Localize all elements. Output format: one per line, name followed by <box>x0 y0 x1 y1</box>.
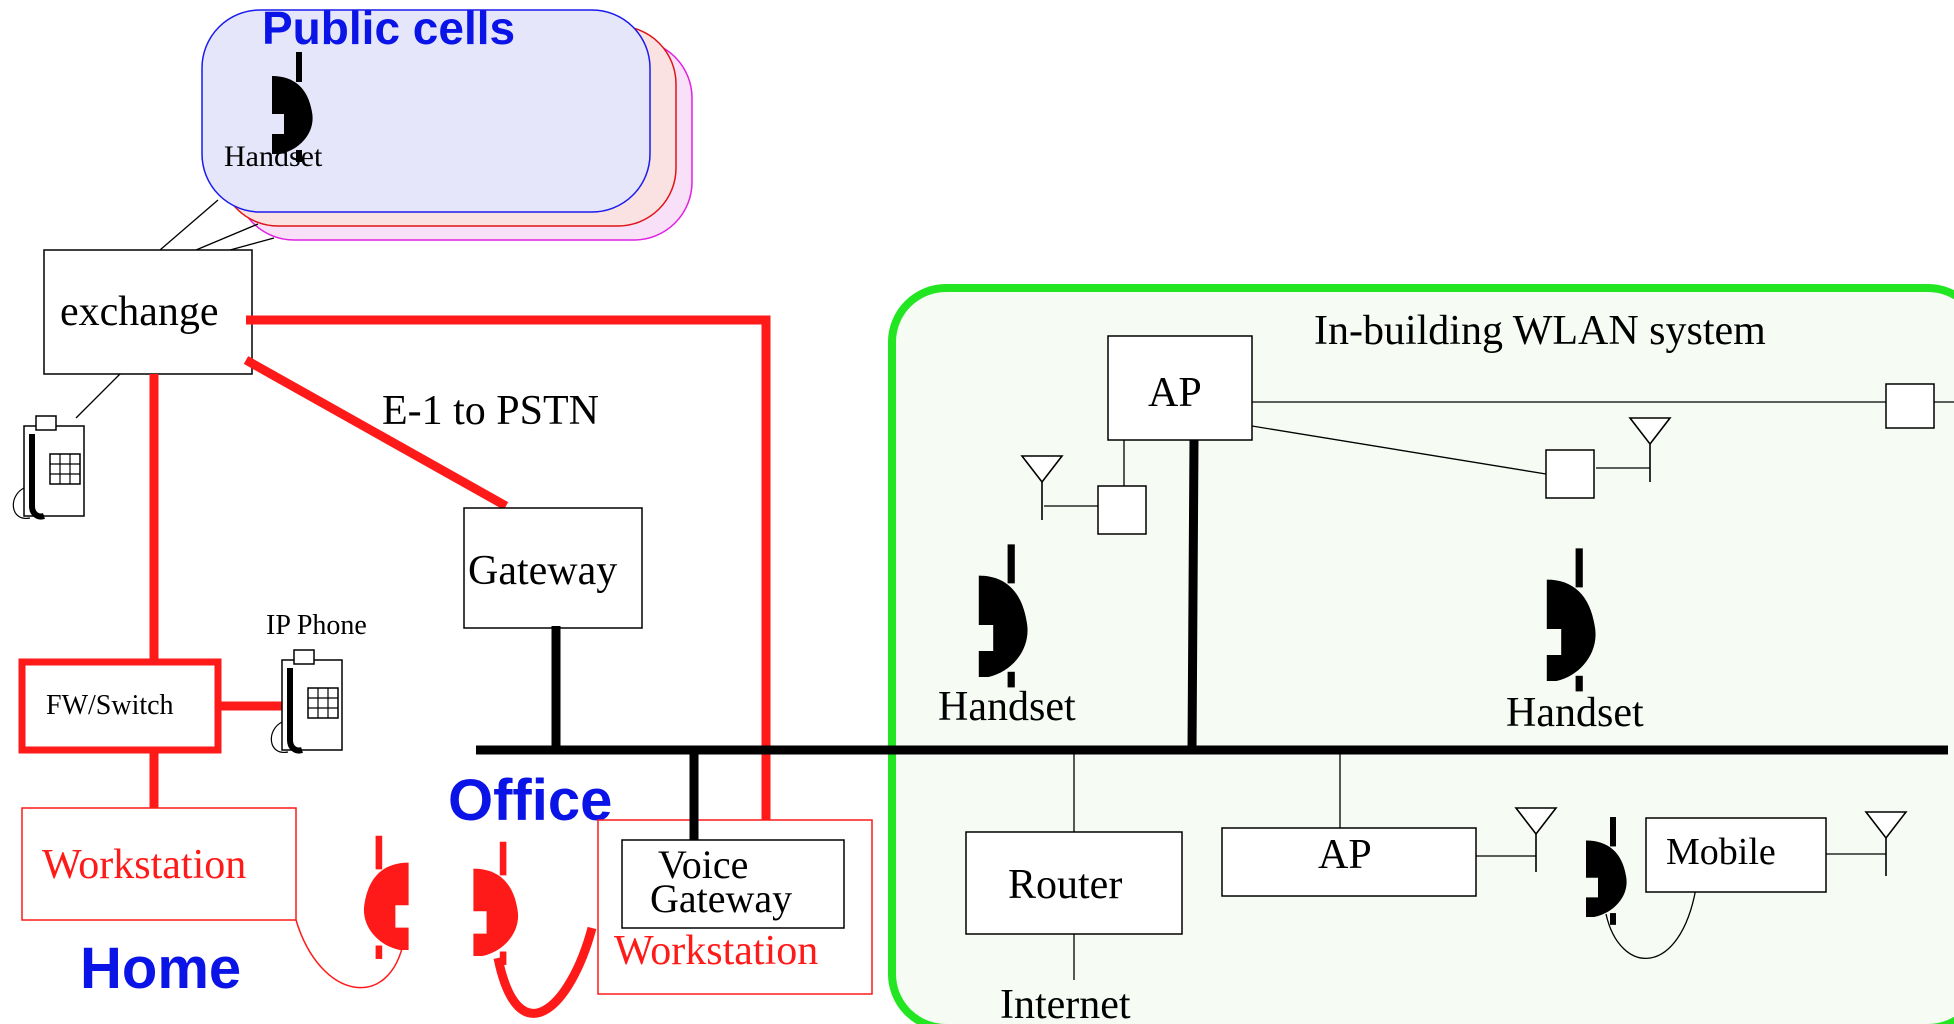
cell-link <box>229 237 275 251</box>
ap-top-label: AP <box>1148 370 1202 416</box>
mobile-box <box>1645 817 1827 893</box>
desk-phone-icon <box>13 416 84 518</box>
e1-pstn-label: E-1 to PSTN <box>382 388 599 434</box>
voice-gateway-label-line1: Voice <box>658 842 748 887</box>
handset-icon <box>473 841 519 965</box>
e1-pstn-link <box>243 356 509 510</box>
ap-top-box <box>1107 335 1253 441</box>
gateway-box <box>463 507 643 629</box>
internet-label: Internet <box>1000 982 1131 1024</box>
ethernet-backbone <box>476 439 1948 840</box>
wlan-thin-links <box>1044 401 1954 507</box>
wlan-system-title: In-building WLAN system <box>1314 308 1766 354</box>
gateway-label: Gateway <box>468 548 617 594</box>
desk-phone-icon <box>271 650 342 752</box>
exchange-box <box>43 249 253 375</box>
home-workstation-box <box>21 807 297 921</box>
router-box <box>965 831 1183 935</box>
ap-bottom-box <box>1221 827 1477 897</box>
office-handset-cord <box>493 926 597 1018</box>
fw-switch-label: FW/Switch <box>46 690 174 721</box>
red-network-links <box>149 315 771 848</box>
wlan-node-box <box>1885 383 1935 429</box>
router-label: Router <box>1008 862 1122 908</box>
public-cell-front <box>201 9 651 213</box>
exchange-to-office-link <box>246 315 771 848</box>
mobile-label: Mobile <box>1666 831 1776 873</box>
home-handset-cord <box>295 919 405 989</box>
office-workstation-label: Workstation <box>614 928 818 974</box>
voice-gateway-label-line2: Gateway <box>650 876 792 921</box>
exchange-label: exchange <box>60 289 219 335</box>
exchange-phone-link <box>75 373 121 419</box>
ip-phone-label: IP Phone <box>266 610 367 641</box>
wlan-lower-links <box>1073 754 1886 980</box>
public-cells-title: Public cells <box>262 2 515 54</box>
handset-icon <box>363 835 409 959</box>
cell-link <box>195 223 259 251</box>
wlan-node-box <box>1097 485 1147 535</box>
office-label: Office <box>448 768 612 833</box>
cell-link <box>159 199 219 251</box>
home-label: Home <box>80 936 241 1001</box>
wlan-handset-left-label: Handset <box>938 684 1076 730</box>
public-cells: Public cells Handset <box>159 2 693 251</box>
voice-gateway-box <box>621 839 845 929</box>
wlan-handset-right-label: Handset <box>1506 690 1644 736</box>
public-cell-handset-label: Handset <box>224 140 323 173</box>
fw-switch-box <box>18 658 222 754</box>
ap-bottom-label: AP <box>1318 832 1372 878</box>
wlan-node-box <box>1545 449 1595 499</box>
home-workstation-label: Workstation <box>42 842 246 888</box>
